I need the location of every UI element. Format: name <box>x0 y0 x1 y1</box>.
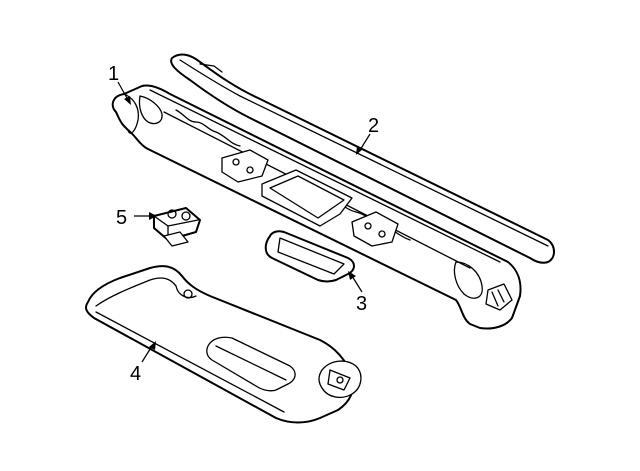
leader-1 <box>117 81 131 105</box>
part-1-header-panel <box>111 84 522 330</box>
part-5-retainer-clip <box>153 207 201 247</box>
leader-5 <box>134 212 157 220</box>
part-2-trim-strip <box>170 53 555 264</box>
callout-3: 3 <box>356 293 367 315</box>
leader-4 <box>141 341 156 363</box>
callout-2: 2 <box>368 115 379 137</box>
leader-2 <box>356 133 371 155</box>
leader-3 <box>348 271 363 293</box>
callout-1: 1 <box>108 63 119 85</box>
part-3-vanity-mirror <box>264 230 355 283</box>
callout-5: 5 <box>116 207 127 229</box>
callout-4: 4 <box>130 363 141 385</box>
part-4-sun-visor <box>85 265 362 424</box>
